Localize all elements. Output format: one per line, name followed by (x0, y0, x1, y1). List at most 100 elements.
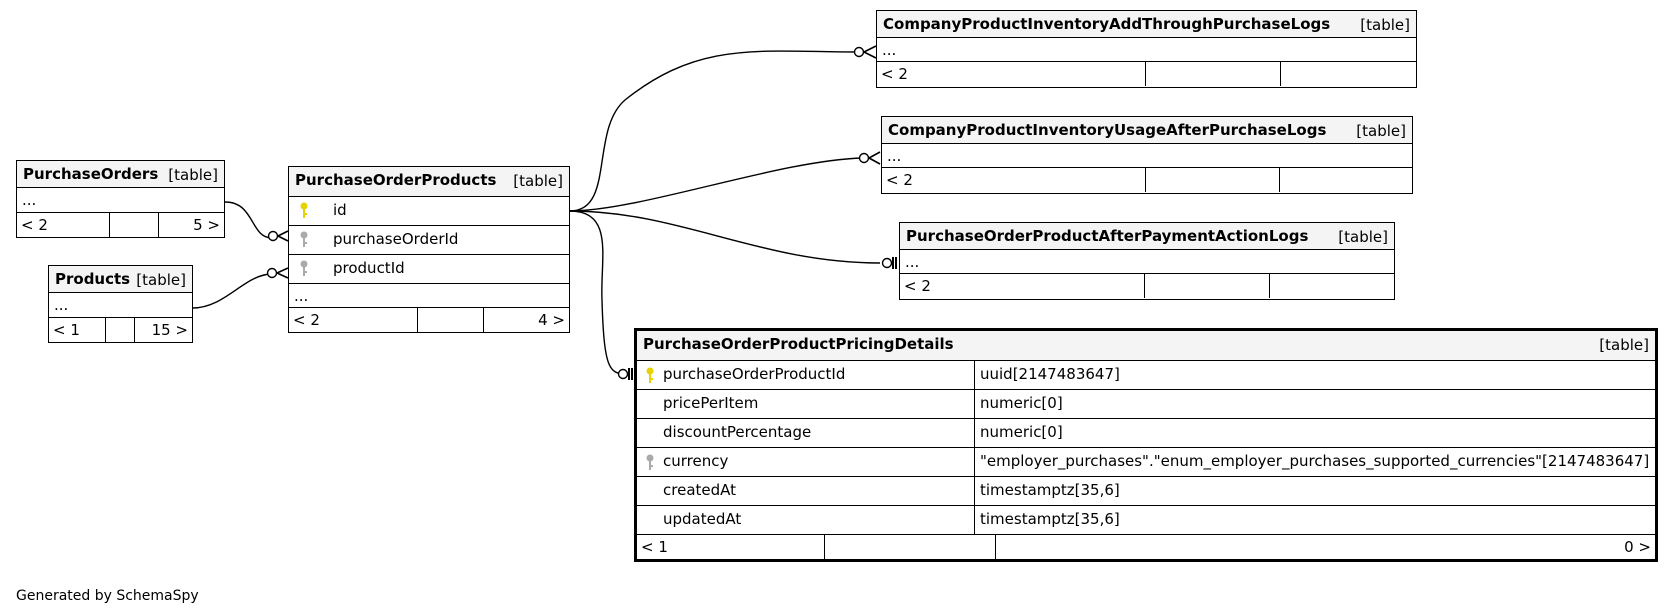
column-type: uuid[2147483647] (980, 365, 1120, 383)
table-payment-action-logs[interactable]: PurchaseOrderProductAfterPaymentActionLo… (899, 222, 1395, 300)
edge-products-to-pop (192, 273, 273, 309)
column-row[interactable]: createdAt timestamptz[35,6] (637, 477, 1655, 506)
ellipsis-text: ... (882, 41, 897, 59)
ellipsis-row: ... (49, 293, 192, 318)
column-name: purchaseOrderProductId (663, 365, 846, 383)
foreign-key-icon (646, 454, 654, 470)
edge-marker-circle (881, 257, 893, 269)
ellipsis-text: ... (54, 296, 69, 314)
column-type: numeric[0] (980, 423, 1063, 441)
children-count: 15 > (151, 321, 188, 339)
crowfoot-marker (863, 45, 877, 59)
generated-by-note: Generated by SchemaSpy (16, 588, 199, 604)
children-count: 4 > (538, 311, 565, 329)
table-kind: [table] (168, 166, 218, 184)
crowfoot-marker (868, 151, 881, 165)
ellipsis-row: ... (877, 38, 1416, 62)
primary-key-icon (646, 367, 654, 383)
table-footer: < 2 (877, 62, 1416, 86)
table-purchaseorders[interactable]: PurchaseOrders [table] ... < 2 5 > (16, 160, 225, 238)
column-row[interactable]: discountPercentage numeric[0] (637, 419, 1655, 448)
table-products[interactable]: Products [table] ... < 1 15 > (48, 265, 193, 343)
edge-marker-circle (853, 46, 865, 58)
table-kind: [table] (1360, 16, 1410, 34)
column-type: numeric[0] (980, 394, 1063, 412)
column-type: "employer_purchases"."enum_employer_purc… (980, 452, 1650, 470)
parents-count: < 2 (293, 311, 320, 329)
table-header: Products [table] (49, 266, 192, 293)
column-type: timestamptz[35,6] (980, 481, 1120, 499)
edge-pop-to-addlogs (569, 50, 859, 212)
table-name: CompanyProductInventoryUsageAfterPurchas… (888, 121, 1327, 139)
column-name: updatedAt (663, 510, 742, 528)
table-footer: < 2 (882, 168, 1412, 192)
table-header: PurchaseOrders [table] (17, 161, 224, 188)
table-name: CompanyProductInventoryAddThroughPurchas… (883, 15, 1331, 33)
column-row[interactable]: currency "employer_purchases"."enum_empl… (637, 448, 1655, 477)
table-kind: [table] (136, 271, 186, 289)
column-row[interactable]: id (289, 197, 569, 226)
column-name: pricePerItem (663, 394, 759, 412)
ellipsis-text: ... (905, 253, 920, 271)
table-kind: [table] (1599, 336, 1649, 354)
ellipsis-text: ... (22, 191, 37, 209)
column-name: createdAt (663, 481, 737, 499)
ellipsis-text: ... (294, 287, 309, 305)
edge-marker-circle (267, 230, 279, 242)
edge-marker-circle (266, 267, 278, 279)
ellipsis-row: ... (17, 188, 224, 213)
table-footer: < 2 4 > (289, 308, 569, 332)
column-row[interactable]: purchaseOrderId (289, 226, 569, 255)
table-header: CompanyProductInventoryAddThroughPurchas… (877, 11, 1416, 38)
parents-count: < 2 (886, 171, 913, 189)
crowfoot-marker (276, 267, 289, 279)
column-name: currency (663, 452, 729, 470)
one-marker (628, 368, 633, 380)
table-name: PurchaseOrders (23, 165, 159, 183)
children-count: 0 > (1624, 538, 1651, 556)
table-name: PurchaseOrderProductPricingDetails (643, 335, 954, 353)
table-footer: < 2 (900, 274, 1394, 298)
table-footer: < 2 5 > (17, 213, 224, 237)
column-row[interactable]: productId (289, 255, 569, 284)
parents-count: < 2 (904, 277, 931, 295)
parents-count: < 2 (21, 216, 48, 234)
column-row[interactable]: pricePerItem numeric[0] (637, 390, 1655, 419)
parents-count: < 1 (641, 538, 668, 556)
column-name: purchaseOrderId (333, 230, 459, 248)
table-pricing-details[interactable]: PurchaseOrderProductPricingDetails [tabl… (634, 328, 1658, 562)
table-header: PurchaseOrderProductPricingDetails [tabl… (637, 331, 1655, 361)
table-inventory-usage-logs[interactable]: CompanyProductInventoryUsageAfterPurchas… (881, 116, 1413, 194)
table-kind: [table] (1356, 122, 1406, 140)
table-footer: < 1 0 > (637, 535, 1655, 559)
ellipsis-row: ... (882, 144, 1412, 168)
crowfoot-marker (277, 230, 289, 242)
table-purchaseorderproducts[interactable]: PurchaseOrderProducts [table] id purchas… (288, 166, 570, 333)
parents-count: < 2 (881, 65, 908, 83)
column-name: id (333, 201, 347, 219)
children-count: 5 > (193, 216, 220, 234)
ellipsis-text: ... (887, 147, 902, 165)
parents-count: < 1 (53, 321, 80, 339)
table-header: PurchaseOrderProducts [table] (289, 167, 569, 197)
table-footer: < 1 15 > (49, 318, 192, 342)
edge-pop-to-paymentlogs (569, 210, 881, 264)
table-name: PurchaseOrderProducts (295, 171, 497, 189)
column-name: discountPercentage (663, 423, 812, 441)
column-row[interactable]: updatedAt timestamptz[35,6] (637, 506, 1655, 535)
table-kind: [table] (1338, 228, 1388, 246)
column-type: timestamptz[35,6] (980, 510, 1120, 528)
column-row[interactable]: purchaseOrderProductId uuid[2147483647] (637, 361, 1655, 390)
table-header: PurchaseOrderProductAfterPaymentActionLo… (900, 223, 1394, 250)
foreign-key-icon (300, 260, 308, 276)
edge-marker-circle (858, 152, 870, 164)
ellipsis-row: ... (289, 284, 569, 308)
table-inventory-add-logs[interactable]: CompanyProductInventoryAddThroughPurchas… (876, 10, 1417, 88)
table-header: CompanyProductInventoryUsageAfterPurchas… (882, 117, 1412, 144)
table-name: PurchaseOrderProductAfterPaymentActionLo… (906, 227, 1309, 245)
primary-key-icon (300, 202, 308, 218)
column-name: productId (333, 259, 405, 277)
edge-purchaseorders-to-pop (224, 201, 273, 239)
one-marker (892, 257, 897, 269)
